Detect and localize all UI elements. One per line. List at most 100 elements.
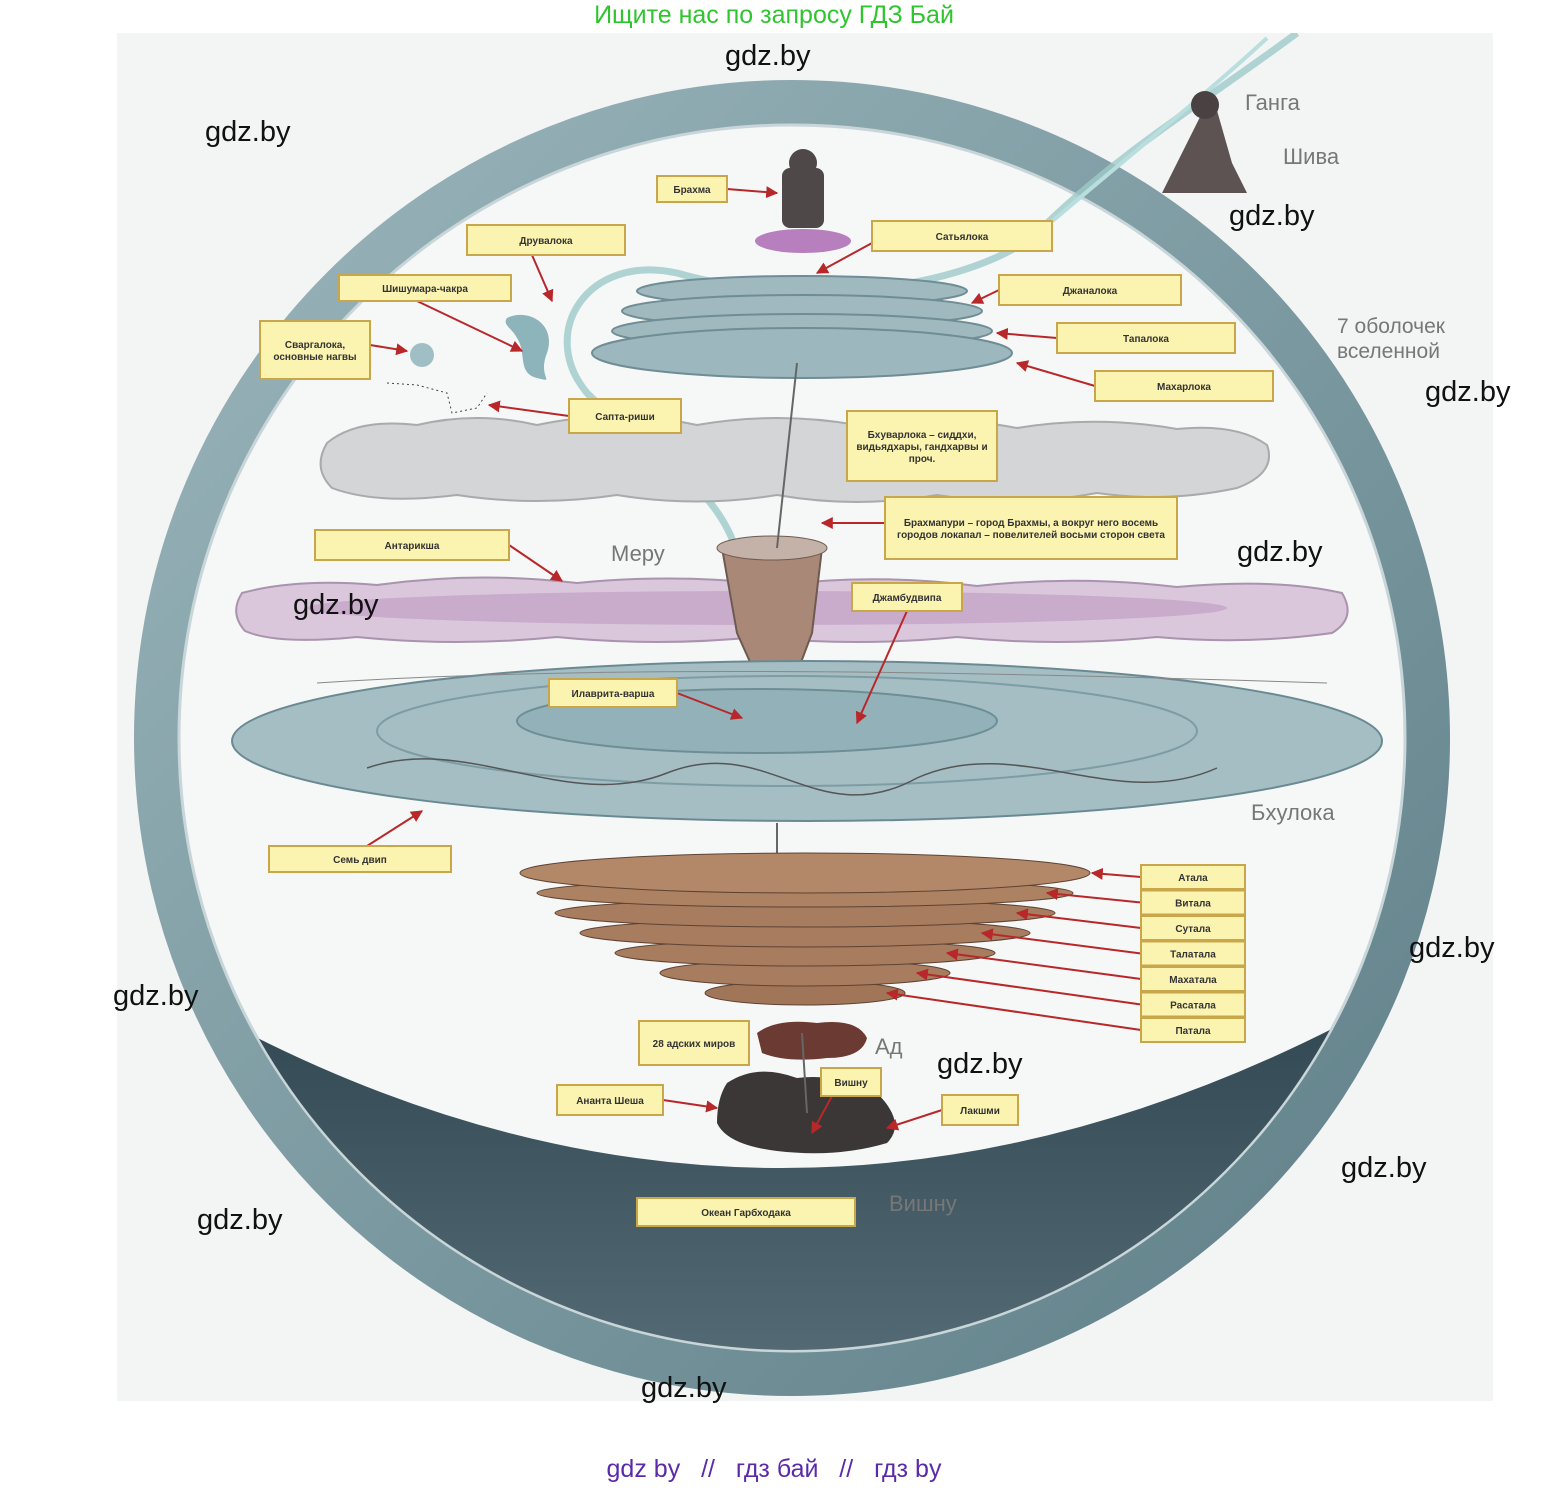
- pointer-arrow: [811, 1095, 833, 1135]
- label-box: [941, 1094, 1019, 1126]
- label-box: [1140, 966, 1246, 992]
- watermark: gdz.by: [1237, 536, 1323, 568]
- footer-separator: [715, 1455, 729, 1483]
- watermark: gdz.by: [197, 1204, 283, 1236]
- label-text: Лакшми: [960, 1106, 1000, 1117]
- pointer-arrow: [531, 254, 554, 303]
- label-text: Сваргалока,основные нагвы: [273, 340, 356, 363]
- label-box: [1140, 940, 1246, 967]
- footer-link-gdz-bai[interactable]: гдз бай: [735, 1455, 819, 1483]
- watermark: gdz.by: [293, 589, 379, 621]
- label-text: Антарикша: [385, 541, 440, 552]
- sun-globe: [410, 343, 434, 367]
- watermark: gdz.by: [113, 980, 199, 1012]
- label-saptarishi: Сапта-риши: [487, 398, 682, 434]
- watermark: gdz.by: [1409, 932, 1495, 964]
- label-talatala: Талатала: [980, 928, 1246, 967]
- vishnu-text: Вишну: [889, 1191, 957, 1216]
- pointer-arrow: [508, 544, 563, 582]
- label-text: Атала: [1178, 873, 1208, 884]
- footer-separator: //: [839, 1455, 854, 1483]
- label-ananta: Ананта Шеша: [556, 1084, 719, 1116]
- label-patala: Патала: [885, 988, 1246, 1043]
- label-text: Брахма: [673, 185, 711, 196]
- pointer-arrow: [970, 289, 1000, 304]
- label-box: [548, 678, 678, 708]
- pointer-arrow: [885, 1109, 943, 1131]
- label-text: Сатьялока: [936, 232, 989, 243]
- label-box: [466, 224, 626, 256]
- label-svargaloka: Сваргалока,основные нагвы: [259, 320, 409, 380]
- label-text: Расатала: [1170, 1001, 1216, 1012]
- pointer-arrow: [676, 692, 744, 720]
- label-box: [636, 1197, 856, 1227]
- label-text: Брахмапури – город Брахмы, а вокруг него…: [897, 518, 1165, 541]
- bhuvarloka-cloud: [319, 415, 1270, 503]
- bhuloka-disc: [231, 660, 1383, 822]
- pointer-arrow: [980, 928, 1142, 955]
- label-box: [1140, 1017, 1246, 1043]
- watermark: gdz.by: [725, 40, 811, 72]
- label-text: Бхуварлока – сиддхи,видьядхары, гандхарв…: [856, 430, 987, 465]
- pointer-arrow: [1045, 888, 1142, 904]
- upper-lokas: [591, 275, 1013, 379]
- footer-link-gdz-by[interactable]: gdz by: [606, 1455, 681, 1483]
- label-box: [820, 1067, 882, 1097]
- label-text: Тапалока: [1123, 334, 1169, 345]
- label-atala: Атала: [1090, 864, 1246, 890]
- label-text: Джамбудвипа: [873, 592, 942, 604]
- pointer-arrow: [487, 400, 570, 417]
- shiva-figure: [1162, 93, 1247, 193]
- label-ocean: Океан Гарбходака: [636, 1197, 856, 1227]
- label-rasatala: Расатала: [915, 968, 1246, 1018]
- label-dhruvaloka: Друвалока: [466, 224, 626, 303]
- shishumara-dolphin: [505, 314, 549, 380]
- label-box: [851, 582, 963, 612]
- footer-separator: //: [701, 1455, 715, 1483]
- footer-separator: [853, 1455, 867, 1483]
- diagram-labels: БрахмаСатьялокаДрувалокаШишумара-чакраСв…: [259, 175, 1274, 1227]
- label-text: Друвалока: [519, 236, 573, 247]
- watermark: gdz.by: [1229, 200, 1315, 232]
- label-box: [259, 320, 371, 380]
- pointer-arrow: [416, 300, 524, 352]
- shiva-text: Шива: [1283, 144, 1340, 169]
- label-text: Ананта Шеша: [576, 1096, 644, 1107]
- footer-link-gdz-by-2[interactable]: гдз by: [874, 1455, 942, 1483]
- watermark: gdz.by: [937, 1048, 1023, 1080]
- ganga-text: Ганга: [1245, 90, 1301, 115]
- label-vitala: Витала: [1045, 888, 1246, 916]
- pointer-arrow: [1015, 360, 1096, 387]
- watermark: gdz.by: [1425, 376, 1511, 408]
- footer-separator: [687, 1455, 701, 1483]
- label-box: [314, 529, 510, 561]
- label-antariksha: Антарикша: [314, 529, 563, 582]
- label-text: Океан Гарбходака: [701, 1207, 791, 1219]
- label-text: Витала: [1175, 899, 1211, 910]
- label-tapaloka: Тапалока: [995, 322, 1236, 354]
- label-box: [1056, 322, 1236, 354]
- universe-shell-ring: [134, 80, 1450, 1396]
- pointer-arrow: [662, 1099, 719, 1113]
- pointer-arrow: [366, 810, 424, 847]
- label-text: Семь двип: [333, 855, 387, 866]
- label-box: [568, 398, 682, 434]
- label-box: [1140, 864, 1246, 890]
- label-bhuvarloka: Бхуварлока – сиддхи,видьядхары, гандхарв…: [846, 410, 998, 482]
- meru-text: Меру: [611, 541, 665, 566]
- watermark: gdz.by: [1341, 1152, 1427, 1184]
- pointer-arrow: [915, 968, 1142, 1006]
- shells-text-line1: 7 оболочек: [1337, 315, 1446, 338]
- label-vishnu-label: Вишну: [811, 1067, 882, 1135]
- label-mahatala: Махатала: [945, 948, 1246, 992]
- label-box: [871, 220, 1053, 252]
- label-brahma: Брахма: [656, 175, 779, 203]
- search-hint-link[interactable]: Ищите нас по запросу ГДЗ Бай: [594, 1, 954, 29]
- label-text: Патала: [1175, 1026, 1211, 1037]
- label-text: Сутала: [1175, 924, 1211, 935]
- label-text: Вишну: [834, 1078, 868, 1089]
- label-sutala: Сутала: [1015, 908, 1246, 941]
- saptarishi-stars: [386, 382, 488, 414]
- label-box: [1140, 991, 1246, 1018]
- pointer-arrow: [995, 327, 1058, 340]
